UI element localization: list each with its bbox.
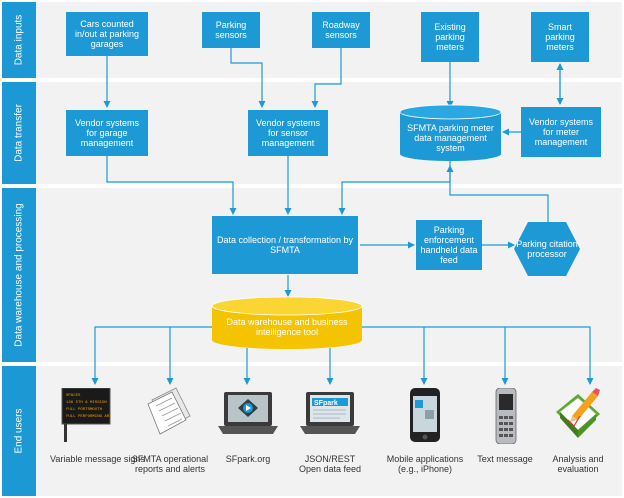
sign-line-1: SPACES — [66, 394, 81, 398]
input-roadway-sensors: Roadway sensors — [312, 12, 370, 48]
end-user-label-analysis: Analysis and evaluation — [552, 454, 604, 474]
pencil-paper-icon — [552, 386, 604, 442]
report-icon — [142, 386, 198, 436]
arrow-roadway-to-sensor — [311, 48, 342, 108]
arrow-db-to-collection — [338, 160, 451, 215]
lane-label-end-users: End users — [2, 366, 36, 496]
arrow-parking-sensors-to-sensor — [230, 48, 266, 108]
cellphone-icon — [494, 388, 518, 444]
end-user-label-reports: SFMTA operational reports and alerts — [131, 454, 209, 474]
collection-transformation: Data collection / transformation by SFMT… — [212, 216, 358, 274]
sign-line-4: FULL PERFORMING ART — [66, 415, 112, 419]
end-user-label-text-message: Text message — [477, 454, 533, 464]
arrow-citation-to-db — [446, 165, 549, 222]
lane-label-data-transfer: Data transfer — [2, 82, 36, 184]
smartphone-icon — [408, 388, 442, 442]
input-cars-counted: Cars counted in/out at parking garages — [66, 12, 148, 56]
input-parking-sensors: Parking sensors — [202, 12, 260, 48]
warehouse-label: Data warehouse and business intelligence… — [226, 317, 348, 337]
input-smart-meters: Smart parking meters — [531, 12, 589, 62]
transfer-meter-management: Vendor systems for meter management — [521, 107, 601, 157]
end-user-label-mobile: Mobile applications (e.g., iPhone) — [386, 454, 464, 474]
meter-data-cylinder — [399, 104, 502, 161]
transfer-garage-management: Vendor systems for garage management — [66, 110, 148, 156]
laptop-sfpark-icon: SFpark — [300, 390, 360, 438]
lane-label-data-inputs: Data inputs — [2, 2, 36, 78]
arrow-garage-to-collection — [106, 156, 237, 215]
citation-processor: Parking citation processor — [516, 239, 578, 259]
enforcement-feed: Parking enforcement handheld data feed — [416, 220, 482, 270]
sign-line-2: 136 5TH & MISSION — [66, 401, 107, 405]
arrow-to-analysis — [362, 326, 594, 385]
sfpark-logo-text: SFpark — [314, 400, 338, 407]
input-existing-meters: Existing parking meters — [421, 12, 479, 62]
warehouse-cylinder — [211, 296, 363, 349]
citation-hexagon — [514, 222, 580, 276]
sign-line-3: FULL PORTSMOUTH — [66, 408, 103, 412]
end-user-label-message-signs: Variable message signs — [50, 454, 145, 464]
transfer-sensor-management: Vendor systems for sensor management — [248, 110, 328, 156]
lane-label-data-warehouse: Data warehouse and processing — [2, 188, 36, 362]
end-user-label-json: JSON/REST Open data feed — [298, 454, 362, 474]
message-sign-icon: SPACES 136 5TH & MISSION FULL PORTSMOUTH… — [58, 388, 114, 442]
arrow-to-message-signs — [91, 326, 212, 385]
transfer-meter-data-system: SFMTA parking meter data management syst… — [407, 123, 494, 153]
laptop-icon — [218, 390, 278, 438]
end-user-label-sfpark: SFpark.org — [225, 454, 271, 464]
